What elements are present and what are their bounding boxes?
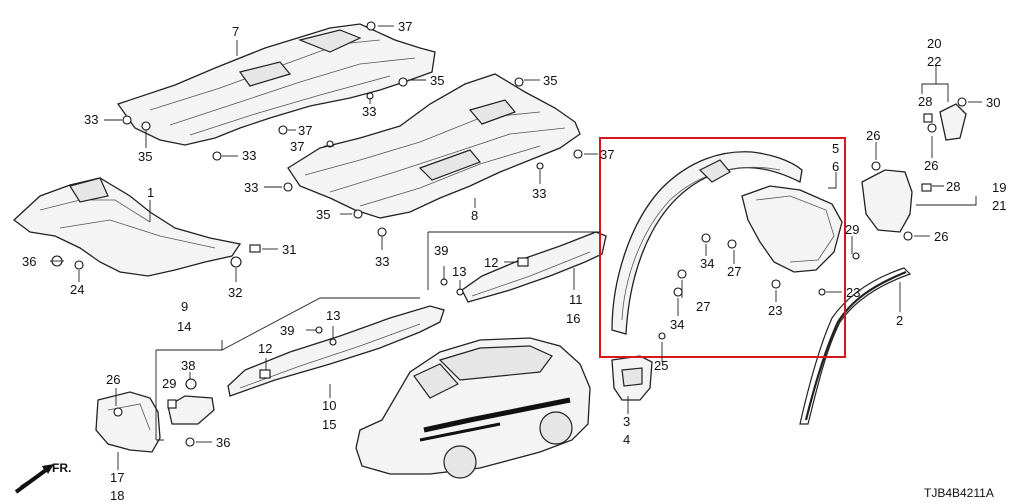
callout-31: 31 (282, 242, 296, 257)
callout-33: 33 (375, 254, 389, 269)
callout-33: 33 (532, 186, 546, 201)
callout-23: 23 (846, 285, 860, 300)
callout-34: 34 (670, 317, 684, 332)
callout-16: 16 (566, 311, 580, 326)
callout-19: 19 (992, 180, 1006, 195)
callout-28: 28 (918, 94, 932, 109)
callout-24: 24 (70, 282, 84, 297)
callout-29: 29 (845, 222, 859, 237)
callout-38: 38 (181, 358, 195, 373)
callout-33: 33 (84, 112, 98, 127)
callout-39: 39 (434, 243, 448, 258)
vehicle-illustration (355, 337, 591, 479)
callout-5: 5 (832, 141, 839, 156)
callout-21: 21 (992, 198, 1006, 213)
callout-13: 13 (452, 264, 466, 279)
callout-17: 17 (110, 470, 124, 485)
callout-26: 26 (866, 128, 880, 143)
callout-15: 15 (322, 417, 336, 432)
callout-26: 26 (106, 372, 120, 387)
callout-7: 7 (232, 24, 239, 39)
callout-labels: 7 37 35 35 33 33 35 37 37 33 37 33 33 1 … (22, 19, 1006, 503)
callout-23: 23 (768, 303, 782, 318)
callout-3: 3 (623, 414, 630, 429)
callout-34: 34 (700, 256, 714, 271)
callout-35: 35 (316, 207, 330, 222)
callout-33: 33 (242, 148, 256, 163)
undercover-1 (12, 177, 242, 277)
callout-22: 22 (927, 54, 941, 69)
callout-11: 11 (569, 292, 583, 307)
callout-14: 14 (177, 319, 191, 334)
callout-1: 1 (147, 185, 154, 200)
callout-37: 37 (298, 123, 312, 138)
callout-18: 18 (110, 488, 124, 503)
callout-26: 26 (924, 158, 938, 173)
diagram-part-code: TJB4B4211A (924, 486, 994, 500)
callout-2: 2 (896, 313, 903, 328)
front-direction-arrow: FR. (14, 461, 71, 494)
callout-27: 27 (696, 299, 710, 314)
leader-lines (50, 25, 982, 470)
callout-8: 8 (471, 208, 478, 223)
callout-26: 26 (934, 229, 948, 244)
mudguard-17 (95, 391, 161, 453)
callout-33: 33 (244, 180, 258, 195)
callout-36: 36 (216, 435, 230, 450)
callout-32: 32 (228, 285, 242, 300)
callout-6: 6 (832, 159, 839, 174)
mudguard-3 (611, 355, 653, 401)
callout-12: 12 (258, 341, 272, 356)
callout-4: 4 (623, 432, 630, 447)
callout-20: 20 (927, 36, 941, 51)
callout-10: 10 (322, 398, 336, 413)
callout-30: 30 (986, 95, 1000, 110)
callout-25: 25 (654, 358, 668, 373)
callout-37: 37 (290, 139, 304, 154)
callout-37: 37 (398, 19, 412, 34)
callout-13: 13 (326, 308, 340, 323)
direction-label: FR. (52, 461, 71, 475)
callout-35: 35 (430, 73, 444, 88)
callout-35: 35 (138, 149, 152, 164)
undercover-8 (287, 73, 581, 219)
highlight-box (599, 137, 846, 358)
callout-12: 12 (484, 255, 498, 270)
fender-liner-5 (611, 151, 843, 335)
callout-29: 29 (162, 376, 176, 391)
undercover-7 (116, 23, 436, 146)
callout-36: 36 (22, 254, 36, 269)
callout-9: 9 (181, 299, 188, 314)
callout-39: 39 (280, 323, 294, 338)
callout-33: 33 (362, 104, 376, 119)
callout-37: 37 (600, 147, 614, 162)
callout-27: 27 (727, 264, 741, 279)
bracket-group-9-14 (155, 349, 222, 441)
callout-28: 28 (946, 179, 960, 194)
callout-35: 35 (543, 73, 557, 88)
mudguard-19 (861, 103, 967, 233)
